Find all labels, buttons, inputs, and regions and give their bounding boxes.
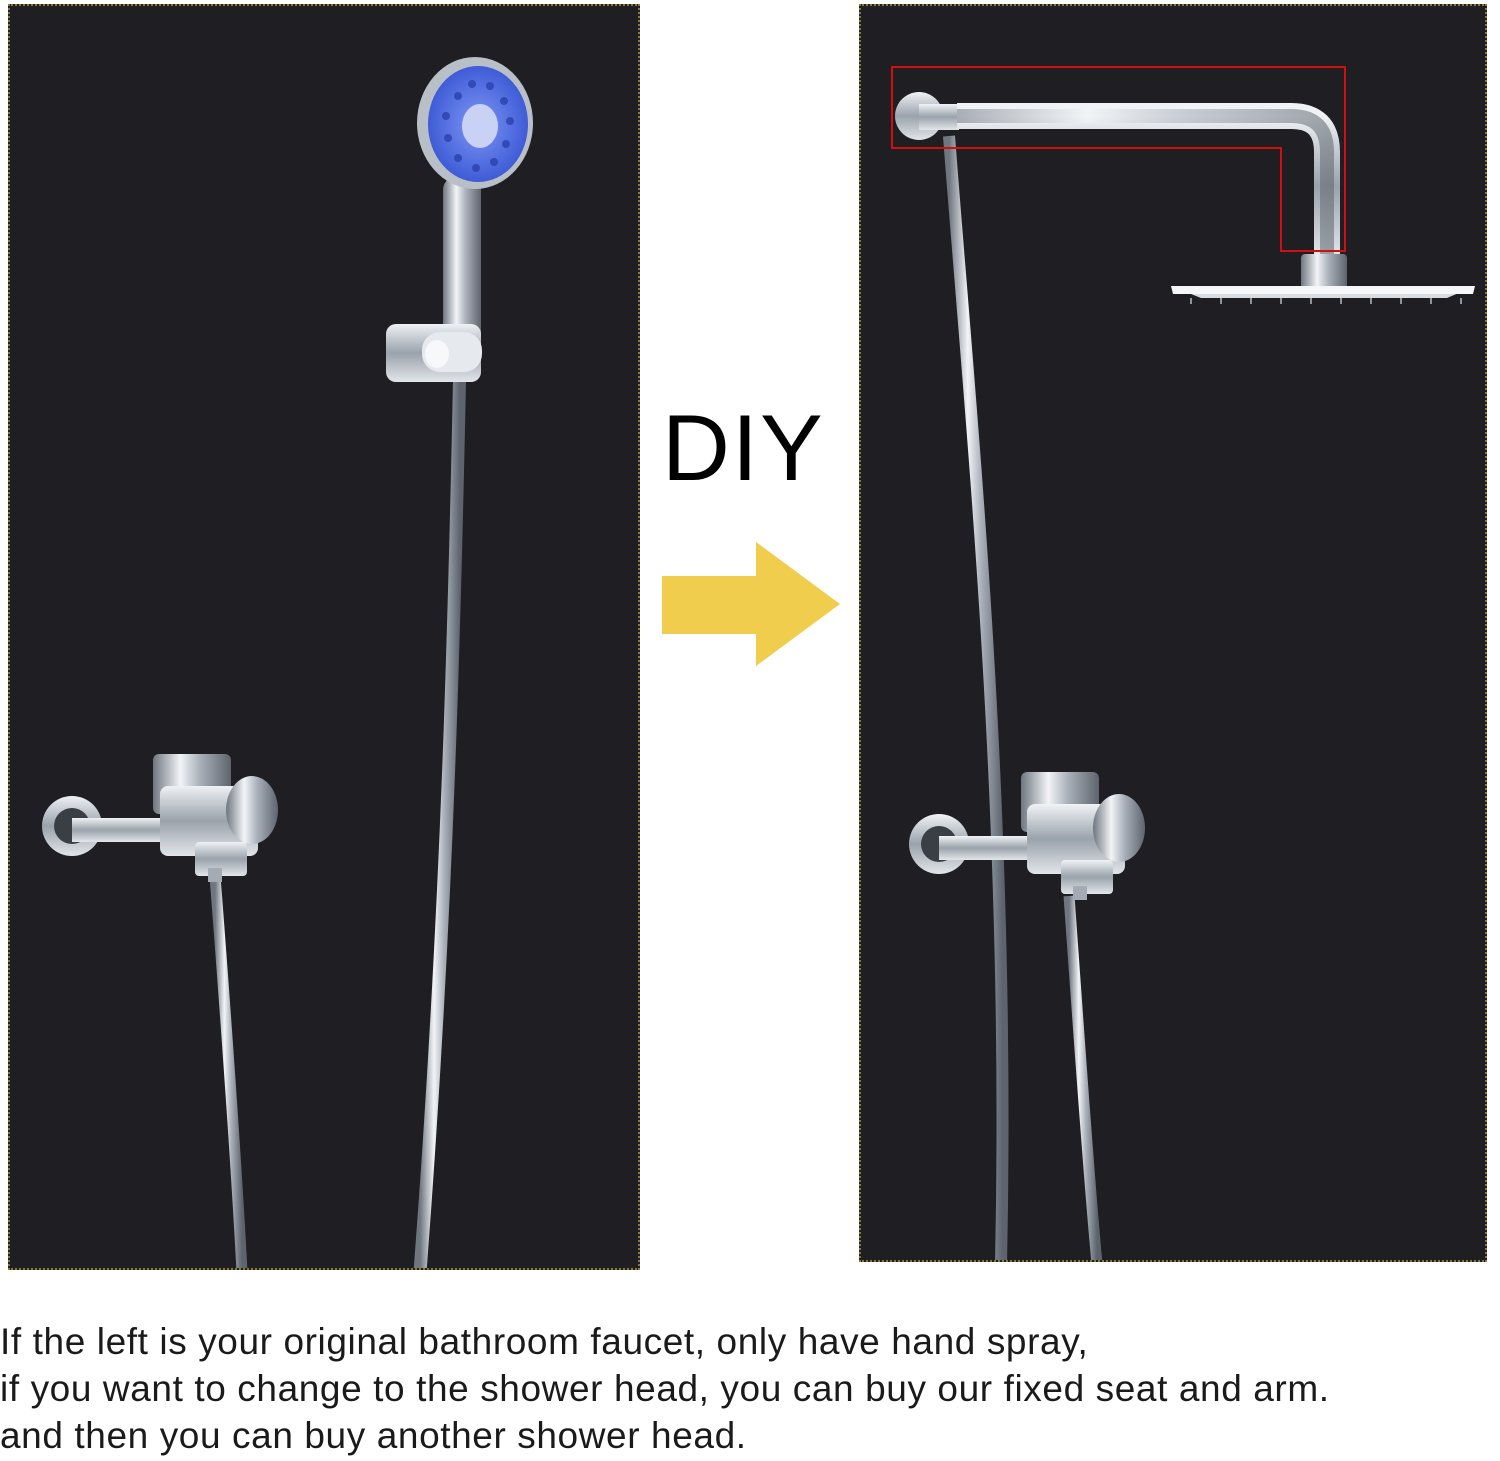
right-arrow-icon: [662, 542, 840, 666]
shower-hose-icon: [209, 355, 467, 1268]
shower-arm-icon: [895, 92, 1340, 256]
converted-shower-illustration: [891, 66, 1475, 1260]
diy-label: DIY: [662, 395, 825, 500]
caption-line-2: if you want to change to the shower head…: [0, 1368, 1330, 1409]
faucet-icon: [909, 772, 1145, 900]
converted-shower-image: [859, 4, 1487, 1262]
highlight-box: [891, 66, 1346, 252]
original-faucet-image: [8, 4, 640, 1270]
hand-shower-icon: [417, 57, 533, 351]
faucet-icon: [42, 754, 278, 882]
caption-line-1: If the left is your original bathroom fa…: [0, 1321, 1089, 1362]
shower-hose-icon: [943, 135, 1103, 1260]
caption: If the left is your original bathroom fa…: [0, 1318, 1500, 1459]
rain-shower-head-icon: [1171, 254, 1475, 304]
original-faucet-illustration: [42, 57, 533, 1268]
shower-holder-icon: [386, 324, 482, 382]
caption-line-3: and then you can buy another shower head…: [0, 1415, 747, 1456]
